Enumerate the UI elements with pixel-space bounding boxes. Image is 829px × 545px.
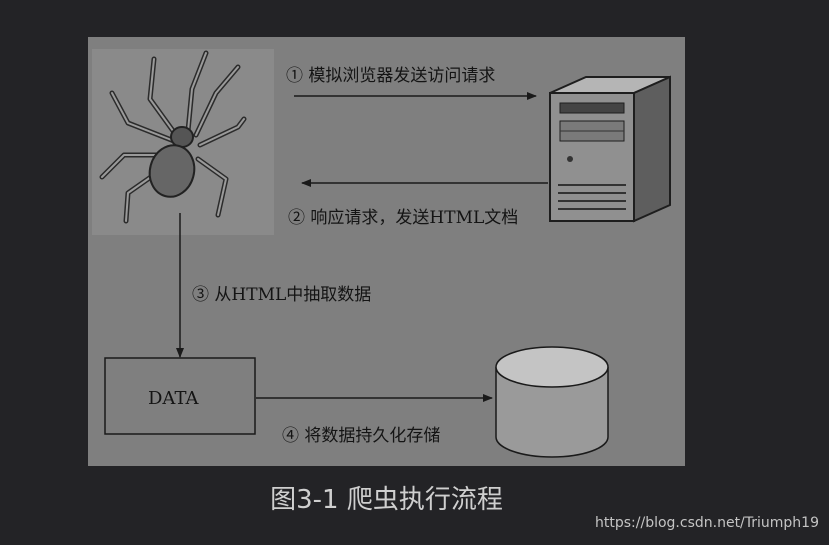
step-1-label: ① 模拟浏览器发送访问请求 — [286, 61, 495, 86]
spider-head — [170, 126, 194, 148]
step-3-marker: ③ — [192, 285, 209, 305]
step-2-label: ② 响应请求，发送HTML文档 — [288, 203, 518, 228]
step-1-text: 模拟浏览器发送访问请求 — [308, 66, 496, 86]
server-icon — [549, 75, 671, 223]
spider-abdomen — [148, 144, 196, 198]
data-box — [104, 357, 256, 435]
watermark-url: https://blog.csdn.net/Triumph19 — [595, 515, 819, 531]
diagram-canvas — [92, 49, 671, 458]
step-3-label: ③ 从HTML中抽取数据 — [192, 280, 371, 305]
step-4-label: ④ 将数据持久化存储 — [282, 421, 440, 446]
figure-caption: 图3-1 爬虫执行流程 — [270, 485, 503, 515]
database-icon — [495, 346, 609, 458]
data-box-label: DATA — [148, 388, 199, 409]
crawler-flow-diagram: ① 模拟浏览器发送访问请求 ② 响应请求，发送HTML文档 ③ 从HTML中抽取… — [88, 37, 685, 466]
step-2-marker: ② — [288, 208, 305, 228]
step-3-text: 从HTML中抽取数据 — [214, 285, 372, 305]
step-4-marker: ④ — [282, 426, 299, 446]
step-2-text: 响应请求，发送HTML文档 — [310, 208, 519, 228]
step-4-text: 将数据持久化存储 — [304, 426, 441, 446]
step-1-marker: ① — [286, 66, 303, 86]
